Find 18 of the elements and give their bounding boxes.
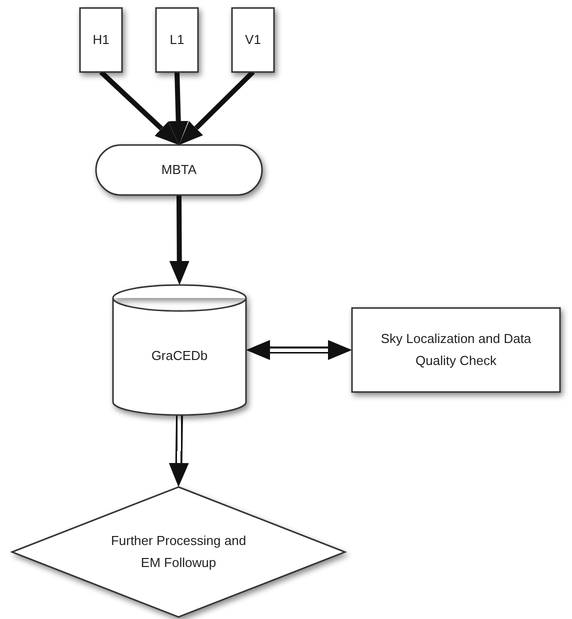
terminal-box [96,145,262,195]
node-label: GraCEDb [151,347,208,365]
node-label: L1 [170,31,184,49]
arrow [168,414,189,487]
process-box [80,8,122,72]
arrow [246,340,352,360]
decision-diamond [12,487,345,617]
node-label: Sky Localization and Data Quality Check [380,330,532,370]
arrow [169,194,190,285]
arrow [168,72,188,145]
process-box [352,308,560,392]
node-label: Further Processing and EM Followup [110,532,248,572]
node-label: V1 [245,31,261,49]
node-label: MBTA [161,161,197,179]
node-label: H1 [92,31,110,49]
process-box [156,8,198,72]
database-cylinder [113,285,246,415]
process-box [232,8,274,72]
